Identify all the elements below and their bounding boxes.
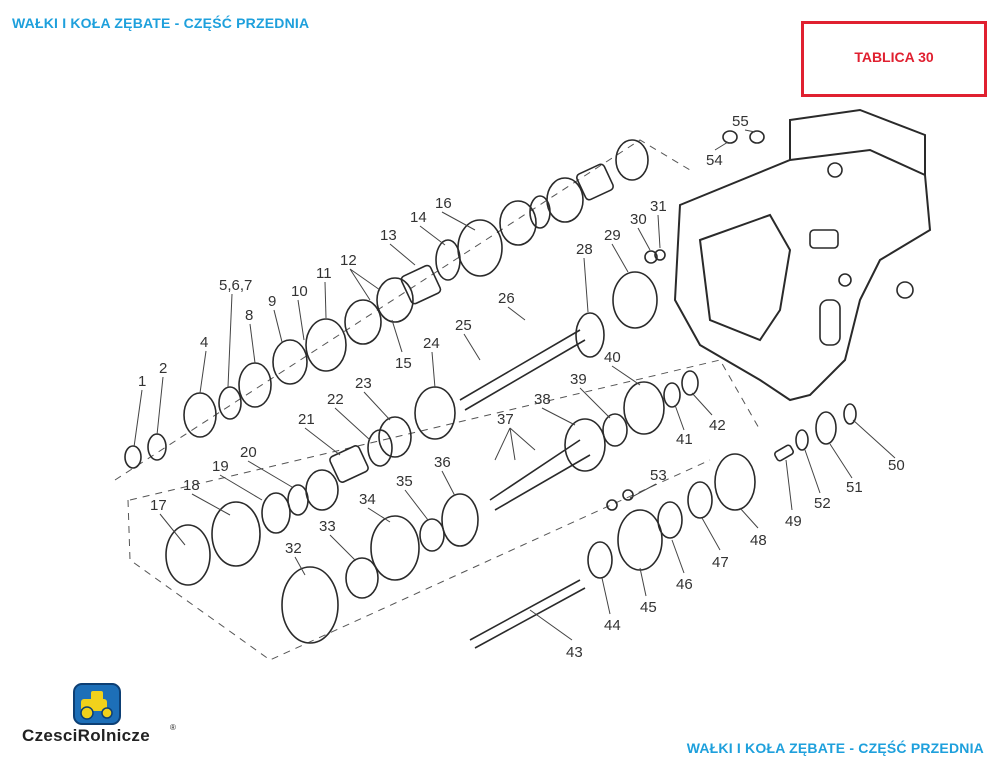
callout-25: 25 [455, 317, 472, 334]
parts [124, 130, 857, 649]
callout-24: 24 [423, 335, 440, 352]
callout-17: 17 [150, 497, 167, 514]
upper-alignment-line [114, 139, 691, 481]
callout-31: 31 [650, 198, 667, 215]
callout-28: 28 [576, 241, 593, 258]
callout-12: 12 [340, 252, 357, 269]
callout-44: 44 [604, 617, 621, 634]
callout-29: 29 [604, 227, 621, 244]
callout-26: 26 [498, 290, 515, 307]
callout-53: 53 [650, 467, 667, 484]
callout-52: 52 [814, 495, 831, 512]
logo-registered-mark: ® [170, 723, 176, 732]
callout-50: 50 [888, 457, 905, 474]
callout-38: 38 [534, 391, 551, 408]
callout-55: 55 [732, 113, 749, 130]
callout-49: 49 [785, 513, 802, 530]
callout-41: 41 [676, 431, 693, 448]
callout-51: 51 [846, 479, 863, 496]
plate-label: TABLICA 30 [854, 49, 934, 65]
callout-54: 54 [706, 152, 723, 169]
callout-30: 30 [630, 211, 647, 228]
callout-11: 11 [316, 265, 332, 282]
callout-46: 46 [676, 576, 693, 593]
callout-13: 13 [380, 227, 397, 244]
callout-19: 19 [212, 458, 229, 475]
callout-39: 39 [570, 371, 587, 388]
callout-37: 37 [497, 411, 514, 428]
callout-43: 43 [566, 644, 583, 661]
callout-5-6-7: 5,6,7 [219, 277, 252, 294]
leader-lines [133, 129, 896, 641]
callout-35: 35 [396, 473, 413, 490]
logo-wordmark: CzesciRolnicze [22, 726, 150, 745]
callout-45: 45 [640, 599, 657, 616]
callout-1: 1 [138, 373, 146, 390]
callout-2: 2 [159, 360, 167, 377]
plate-number-box: TABLICA 30 [801, 21, 987, 97]
callout-9: 9 [268, 293, 276, 310]
tractor-icon [73, 683, 121, 725]
callout-36: 36 [434, 454, 451, 471]
callout-48: 48 [750, 532, 767, 549]
callout-4: 4 [200, 334, 208, 351]
czescirolnicze-logo: CzesciRolnicze ® [20, 683, 190, 753]
callout-21: 21 [298, 411, 315, 428]
callout-20: 20 [240, 444, 257, 461]
callout-23: 23 [355, 375, 372, 392]
lower-alignment-line [127, 459, 711, 661]
callout-40: 40 [604, 349, 621, 366]
footer-title: WAŁKI I KOŁA ZĘBATE - CZĘŚĆ PRZEDNIA [686, 740, 984, 756]
callout-16: 16 [435, 195, 452, 212]
callout-labels: 1 2 4 5,6,7 8 9 10 11 12 13 14 15 16 17 … [138, 113, 905, 661]
callout-42: 42 [709, 417, 726, 434]
callout-47: 47 [712, 554, 729, 571]
callout-10: 10 [291, 283, 308, 300]
callout-18: 18 [183, 477, 200, 494]
callout-14: 14 [410, 209, 427, 226]
callout-15: 15 [395, 355, 412, 372]
callout-34: 34 [359, 491, 376, 508]
callout-33: 33 [319, 518, 336, 535]
gearbox-housing [673, 108, 932, 402]
header-title: WAŁKI I KOŁA ZĘBATE - CZĘŚĆ PRZEDNIA [12, 15, 310, 31]
callout-22: 22 [327, 391, 344, 408]
callout-32: 32 [285, 540, 302, 557]
callout-8: 8 [245, 307, 253, 324]
